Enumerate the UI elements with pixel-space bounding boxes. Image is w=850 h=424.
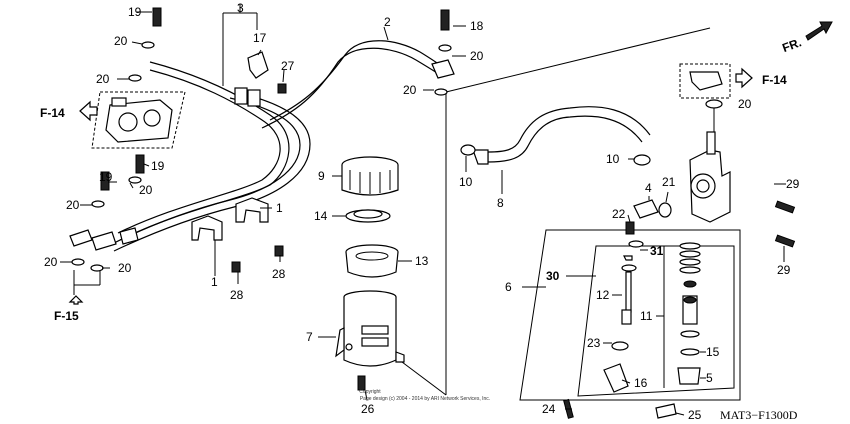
brake-caliper-icon — [105, 97, 173, 143]
callout-20: 20 — [44, 255, 58, 269]
callout-6: 6 — [505, 280, 512, 294]
callout-13: 13 — [415, 254, 429, 268]
callout-25: 25 — [688, 408, 702, 422]
callout-23: 23 — [587, 336, 601, 350]
bolt-icon — [277, 83, 287, 94]
ref-f14-right: F-14 — [762, 73, 787, 87]
nut-icon — [611, 341, 629, 351]
diaphragm-icon — [345, 244, 399, 278]
leader-lines-hose — [465, 156, 634, 194]
diagram-code: MAT3−F1300D — [720, 408, 798, 422]
f14-right-arrow-icon — [735, 67, 753, 89]
callout-20: 20 — [66, 198, 80, 212]
callout-10: 10 — [459, 175, 473, 189]
callout-20: 20 — [403, 83, 417, 97]
bracket-icon — [689, 71, 723, 91]
callout-18: 18 — [470, 19, 484, 33]
callout-1: 1 — [211, 275, 218, 289]
reservoir-hose-icon — [472, 106, 651, 165]
callout-20: 20 — [139, 183, 153, 197]
brake-hose-assembly — [109, 40, 446, 252]
callout-26: 26 — [361, 402, 375, 416]
callout-20: 20 — [118, 261, 132, 275]
ref-f14-left: F-14 — [40, 106, 65, 120]
front-direction-arrow-icon — [805, 21, 833, 41]
copyright-line: Page design (c) 2004 - 2014 by ARI Netwo… — [360, 396, 490, 402]
callout-3: 3 — [237, 1, 244, 15]
hose-guide-icon — [247, 51, 269, 79]
callout-20: 20 — [738, 97, 752, 111]
hose-clip-icon — [460, 144, 651, 166]
callout-7: 7 — [306, 330, 313, 344]
callout-28: 28 — [272, 267, 286, 281]
master-cylinder-icon — [689, 131, 731, 223]
callout-15: 15 — [706, 345, 720, 359]
callout-19: 19 — [151, 159, 165, 173]
f15-arrow-icon — [68, 295, 84, 305]
caliper-reference-box — [91, 91, 186, 149]
hose-clamp — [234, 87, 248, 105]
callout-29: 29 — [777, 263, 791, 277]
banjo-bolt-icon — [69, 7, 162, 272]
hose-joint-icon — [633, 199, 659, 219]
callout-21: 21 — [662, 175, 676, 189]
hose-clip-icon — [191, 197, 284, 273]
reservoir-cap-icon — [341, 156, 399, 196]
callout-16: 16 — [634, 376, 648, 390]
screw-icon — [625, 221, 635, 235]
callout-1: 1 — [276, 201, 283, 215]
callout-11: 11 — [640, 309, 653, 323]
leader-lines-upper — [423, 25, 466, 91]
banjo-bolt-icon — [431, 9, 455, 96]
callout-5: 5 — [706, 371, 713, 385]
ref-f15: F-15 — [54, 309, 79, 323]
bolt-icon — [357, 375, 366, 391]
bolt-icon — [774, 200, 796, 214]
f14-left-arrow-icon — [79, 100, 98, 122]
master-cylinder-kit-outline — [519, 229, 741, 401]
callout-24: 24 — [542, 402, 556, 416]
push-rod-icon — [621, 255, 637, 325]
callout-19: 19 — [99, 170, 113, 184]
callout-29: 29 — [786, 177, 800, 191]
callout-17: 17 — [253, 31, 267, 45]
callout-14: 14 — [314, 209, 328, 223]
leader-lines-right — [522, 108, 786, 416]
pin-icon — [655, 403, 677, 419]
front-label: FR. — [780, 35, 803, 55]
callout-27: 27 — [281, 59, 295, 73]
callout-20: 20 — [470, 49, 484, 63]
callout-10: 10 — [606, 152, 620, 166]
callout-9: 9 — [318, 169, 325, 183]
callout-20: 20 — [114, 34, 128, 48]
reservoir-tank-icon — [335, 290, 405, 367]
callout-22: 22 — [612, 207, 626, 221]
leader-lines-left — [60, 4, 389, 295]
callout-28: 28 — [230, 288, 244, 302]
upper-reference-box — [679, 63, 731, 99]
callout-19: 19 — [128, 5, 142, 19]
callout-20: 20 — [96, 72, 110, 86]
diaphragm-plate-icon — [345, 209, 391, 223]
callout-2: 2 — [384, 15, 391, 29]
hose-clamp — [247, 89, 261, 107]
washer-icon — [705, 99, 723, 109]
bolt-icon — [774, 234, 796, 248]
spring-icon — [679, 242, 701, 274]
o-ring-icon — [658, 202, 672, 218]
copyright-line: Copyright — [359, 389, 381, 395]
callout-31: 31 — [650, 244, 664, 258]
callout-12: 12 — [596, 288, 610, 302]
leader-lines-center — [318, 27, 711, 401]
callout-4: 4 — [645, 181, 652, 195]
joint-icon — [603, 363, 629, 393]
circlip-icon — [628, 240, 644, 248]
callout-30: 30 — [546, 269, 560, 283]
piston-cup-icon — [677, 280, 701, 385]
callout-8: 8 — [497, 196, 504, 210]
